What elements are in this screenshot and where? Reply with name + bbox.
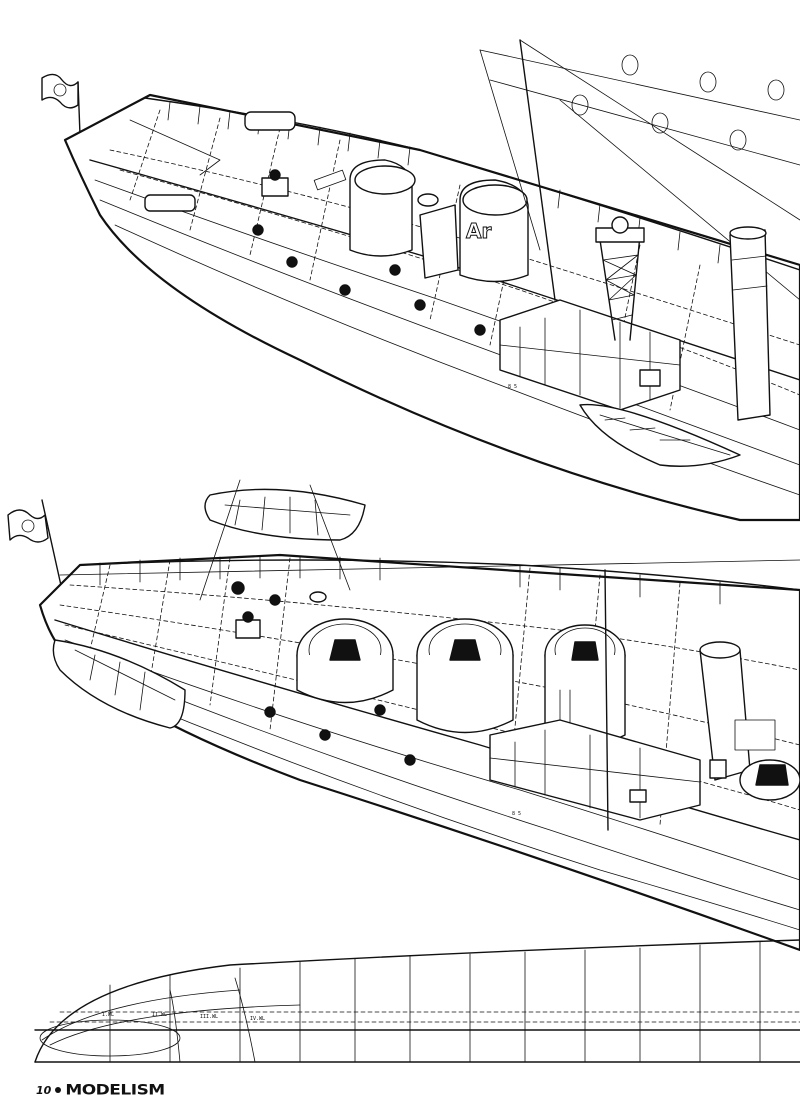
lower-gun-tub-1 xyxy=(296,618,394,704)
upper-funnel xyxy=(729,226,771,421)
upper-side-boat xyxy=(579,403,741,467)
lower-side-boat xyxy=(52,639,186,729)
waterline-label-2: II.WL xyxy=(152,1012,167,1018)
hull-lines-plan: I.WL II.WL III.WL IV.WL xyxy=(34,939,800,1063)
upper-forward-turret xyxy=(313,159,416,257)
upper-lattice-mast xyxy=(595,216,645,341)
waterline-label-4: IV.WL xyxy=(250,1016,265,1022)
waterline-label-3: III.WL xyxy=(200,1014,218,1020)
lower-rear-gun xyxy=(734,719,800,801)
page-number: 10 xyxy=(36,1083,52,1097)
waterline-label-1: I.WL xyxy=(102,1012,114,1018)
svg-text:8 5: 8 5 xyxy=(512,811,521,817)
upper-ship-view: Ar xyxy=(41,39,800,522)
upper-depth-charge-rack xyxy=(244,111,296,131)
footer-bullet xyxy=(55,1087,62,1093)
lower-ship-view: 8 5 xyxy=(7,479,800,952)
lower-hull-outline xyxy=(38,553,800,952)
upper-ensign-flag xyxy=(41,73,81,136)
lower-davit-boat xyxy=(199,479,366,601)
lower-ensign-flag xyxy=(7,499,63,591)
svg-text:8 5: 8 5 xyxy=(508,384,517,390)
lower-anchor-winch xyxy=(235,611,261,639)
page-footer: 10 MODELISM xyxy=(36,1078,165,1102)
turret-marking: Ar xyxy=(466,219,491,243)
upper-anchor-winch xyxy=(261,169,289,197)
upper-rear-turret: Ar xyxy=(459,179,529,283)
magazine-logo: MODELISM xyxy=(65,1081,165,1099)
lower-gun-tub-2 xyxy=(416,618,514,734)
